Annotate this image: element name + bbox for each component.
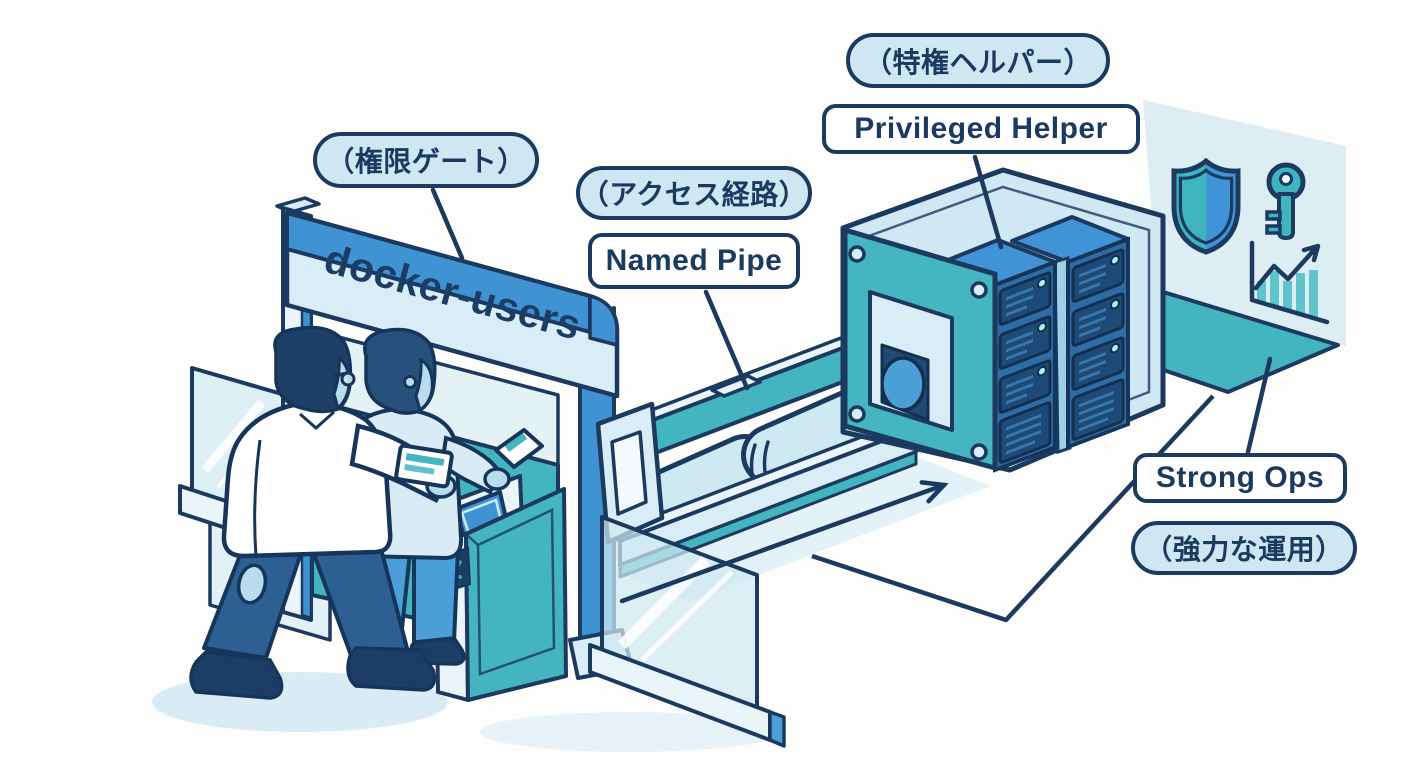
gate-shadow [480,712,780,752]
id-card-icon [494,428,544,469]
gate-connector [430,187,465,261]
pipe-label-jp: （アクセス経路） [576,166,812,220]
person-1 [189,325,457,700]
helper-label-jp: （特権ヘルパー） [846,33,1110,88]
flow-arrow-icon [619,480,949,604]
security-panel [1143,100,1346,346]
wall-panel [1143,100,1346,346]
growth-chart-icon [1249,240,1330,325]
gate-label-jp: （権限ゲート） [313,132,539,188]
privileged-helper-server [840,167,1166,473]
server-connector-plate [842,227,998,471]
ops-label-en: Strong Ops [1133,453,1347,503]
helper-label-en: Privileged Helper [822,104,1140,154]
helper-connector [972,154,1004,250]
shoe [189,650,284,700]
pipe-connector [703,289,750,391]
server-tower [993,259,1057,473]
label-connectors [430,154,1273,455]
server-tower [1066,236,1130,450]
torso [221,401,393,559]
named-pipe [595,314,918,579]
glasses-icon [333,370,356,387]
pipe-label-en: Named Pipe [588,233,800,289]
ops-connector [1245,356,1273,455]
id-card-icon [394,443,454,489]
key-icon [1265,162,1306,240]
shoe [346,646,437,692]
ops-label-jp: （強力な運用） [1131,521,1357,575]
